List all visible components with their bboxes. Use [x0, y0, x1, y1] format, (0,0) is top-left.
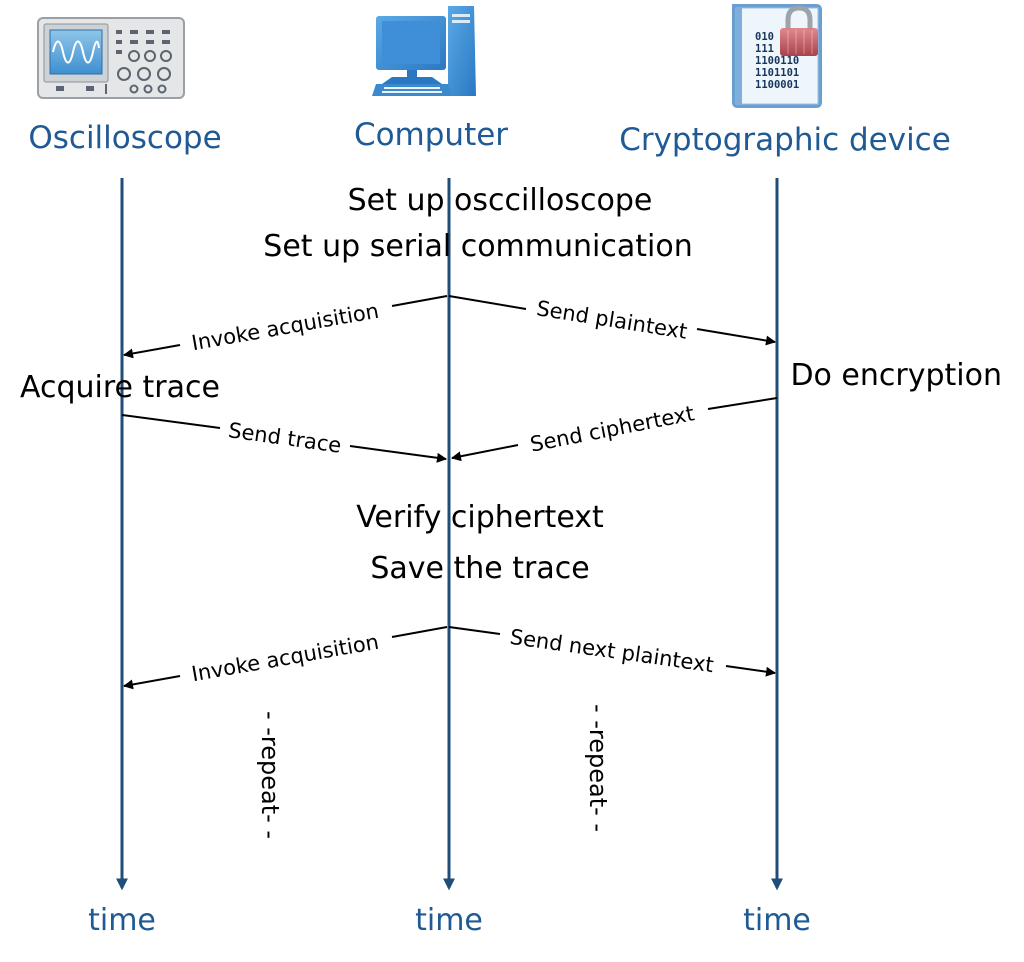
step-verify-ciphertext: Verify ciphertext	[356, 500, 604, 535]
file-bits-3: 1100110	[755, 55, 799, 67]
oscilloscope-icon	[37, 17, 185, 99]
time-label-oscilloscope: time	[88, 903, 156, 938]
message-send-ciphertext: Send ciphertext	[451, 397, 778, 462]
step-save-trace: Save the trace	[370, 551, 589, 586]
message-label-send-next-plaintext: Send next plaintext	[508, 625, 715, 677]
file-bits-1: 010	[755, 31, 774, 43]
message-label-invoke-acquisition-1: Invoke acquisition	[190, 299, 381, 356]
participant-cryptographic-device: Cryptographic device	[619, 122, 951, 158]
message-label-send-ciphertext: Send ciphertext	[528, 401, 696, 456]
message-send-next-plaintext: Send next plaintext	[448, 625, 776, 677]
message-send-plaintext: Send plaintext	[448, 295, 776, 346]
participant-oscilloscope: Oscilloscope	[28, 120, 221, 156]
repeat-marker-right: - -repeat- -	[584, 704, 612, 832]
step-setup-serial: Set up serial communication	[263, 229, 692, 264]
time-label-computer: time	[415, 903, 483, 938]
message-invoke-acquisition-1: Invoke acquisition	[123, 295, 448, 359]
encrypted-file-icon: 010 111 1100110 1101101 1100001	[732, 4, 822, 108]
file-bits-5: 1100001	[755, 79, 799, 91]
time-label-cryptographic-device: time	[743, 903, 811, 938]
message-invoke-acquisition-2: Invoke acquisition	[123, 626, 448, 690]
message-label-send-trace: Send trace	[227, 418, 343, 458]
participant-computer: Computer	[354, 117, 508, 153]
message-label-invoke-acquisition-2: Invoke acquisition	[190, 630, 381, 687]
step-do-encryption: Do encryption	[790, 358, 1002, 393]
file-bits-2: 111	[755, 43, 774, 55]
padlock-icon	[780, 5, 818, 56]
step-acquire-trace: Acquire trace	[20, 370, 220, 405]
message-send-trace: Send trace	[121, 414, 447, 463]
file-bits-4: 1101101	[755, 67, 799, 79]
step-setup-oscilloscope: Set up osccilloscope	[348, 183, 653, 218]
repeat-marker-left: - -repeat- -	[256, 711, 284, 839]
computer-icon	[372, 6, 476, 96]
message-label-send-plaintext: Send plaintext	[535, 296, 689, 344]
